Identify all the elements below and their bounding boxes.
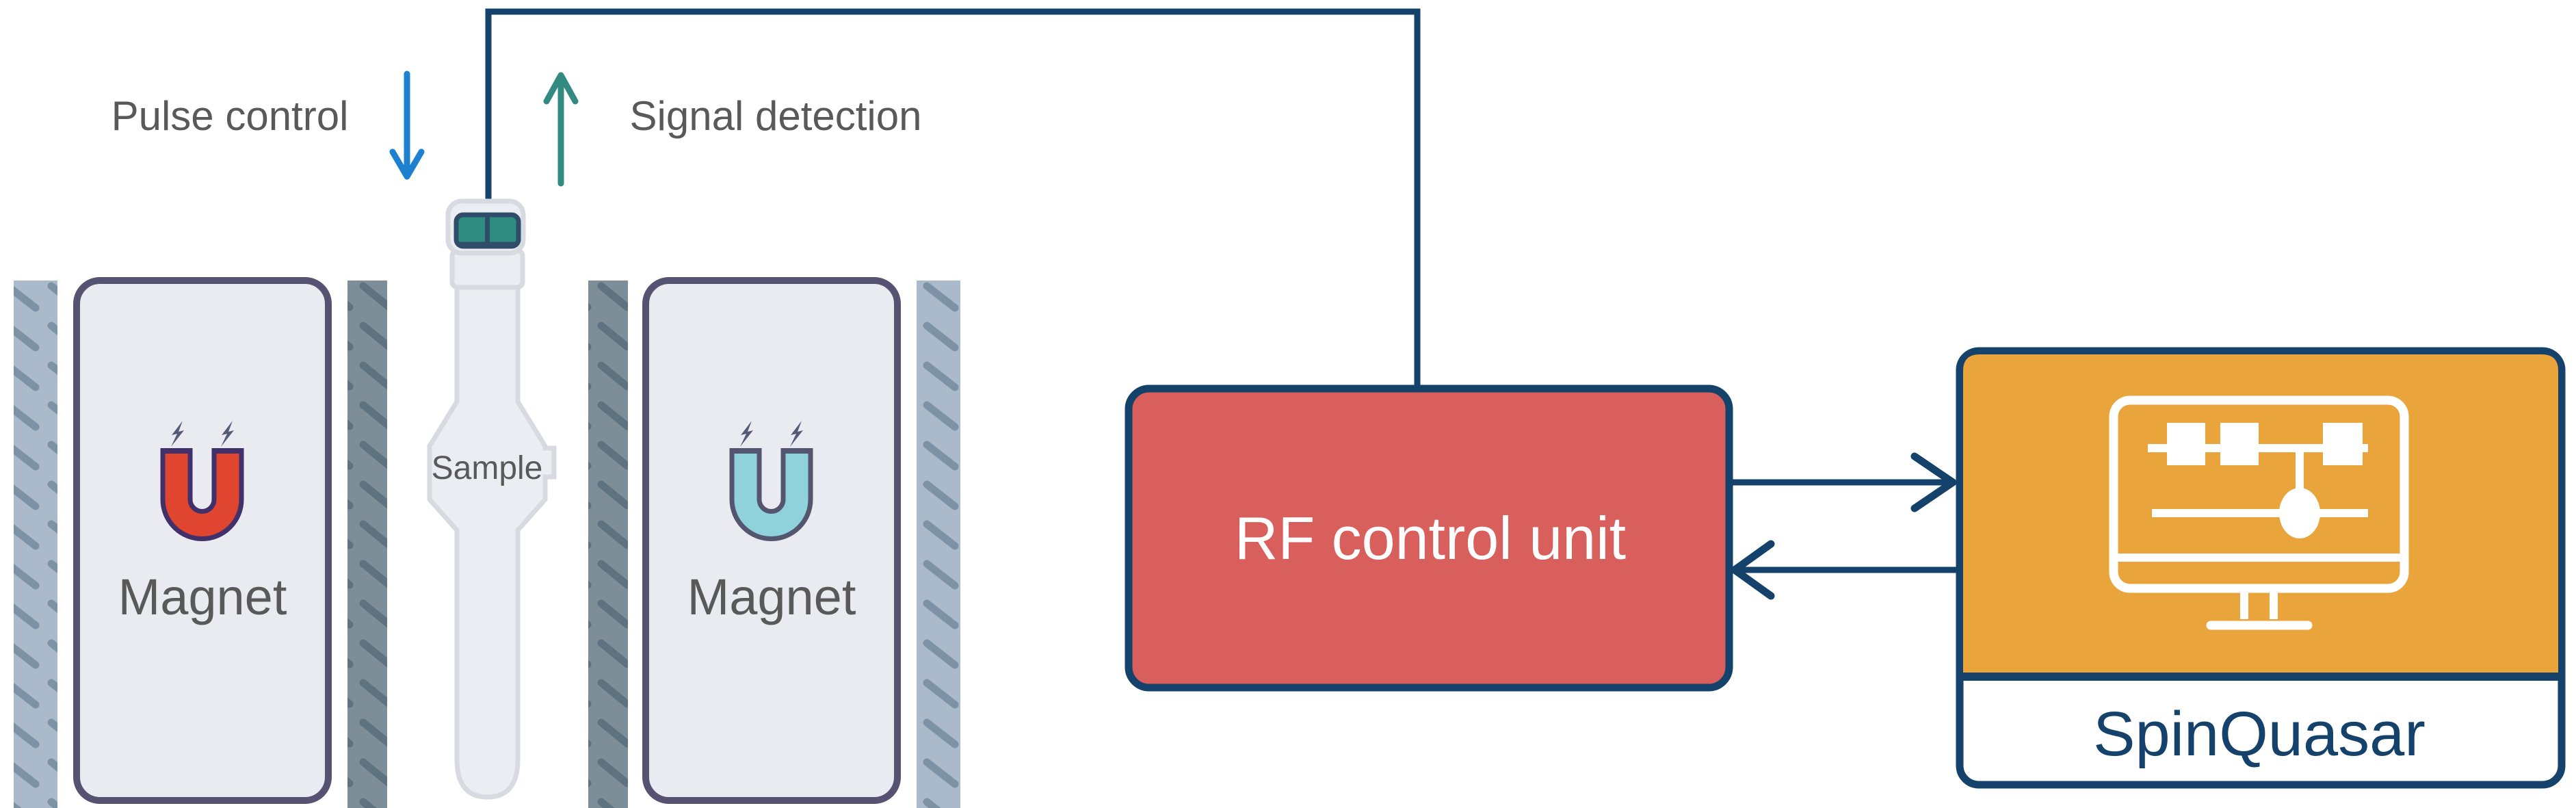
magnet-icon: [729, 421, 813, 541]
horseshoe-fill: [165, 454, 239, 536]
spinquasar-label: SpinQuasar: [2093, 699, 2426, 769]
spinquasar-panel: SpinQuasar: [1956, 347, 2566, 789]
rf-control-unit-box: [1125, 385, 1733, 692]
magnet-left-label: Magnet: [118, 569, 287, 625]
horseshoe-fill: [734, 454, 809, 536]
magnet-icon: [160, 421, 244, 541]
lightning-icon: [790, 421, 803, 447]
pulse-block: [2167, 423, 2205, 465]
shield-bar-outer-left: [14, 281, 57, 808]
signal-detection-label: Signal detection: [630, 93, 922, 139]
pulse-block: [2323, 423, 2363, 465]
lightning-icon: [740, 421, 753, 447]
shield-bar-outer-right: [917, 281, 960, 808]
monitor-icon: [2109, 395, 2409, 630]
shield-bar-inner-right: [588, 281, 628, 808]
rf-to-software-arrow: [1733, 452, 1957, 512]
rf-control-unit-label: RF control unit: [1235, 504, 1626, 572]
pulse-control-arrow-icon: [389, 70, 425, 180]
shield-bar-inner-left: [347, 281, 387, 808]
monitor-screen: [2109, 395, 2409, 593]
signal-detection-arrow-icon: [543, 72, 579, 187]
sample-label: Sample: [432, 450, 543, 486]
lightning-icon: [221, 421, 234, 447]
sample-tube: Sample: [427, 198, 557, 800]
lightning-icon: [171, 421, 184, 447]
rf-control-unit: RF control unit: [1125, 385, 1733, 692]
pulse-control-label: Pulse control: [111, 93, 349, 139]
probe-cable-line: [485, 8, 1421, 389]
magnet-right: Magnet: [642, 277, 901, 804]
software-to-rf-arrow: [1731, 540, 1956, 600]
magnet-left: Magnet: [73, 277, 332, 804]
sample-tube-body: [427, 283, 557, 800]
magnet-right-label: Magnet: [687, 569, 856, 625]
sample-tube-collar: [449, 248, 525, 290]
pulse-block: [2220, 423, 2259, 465]
